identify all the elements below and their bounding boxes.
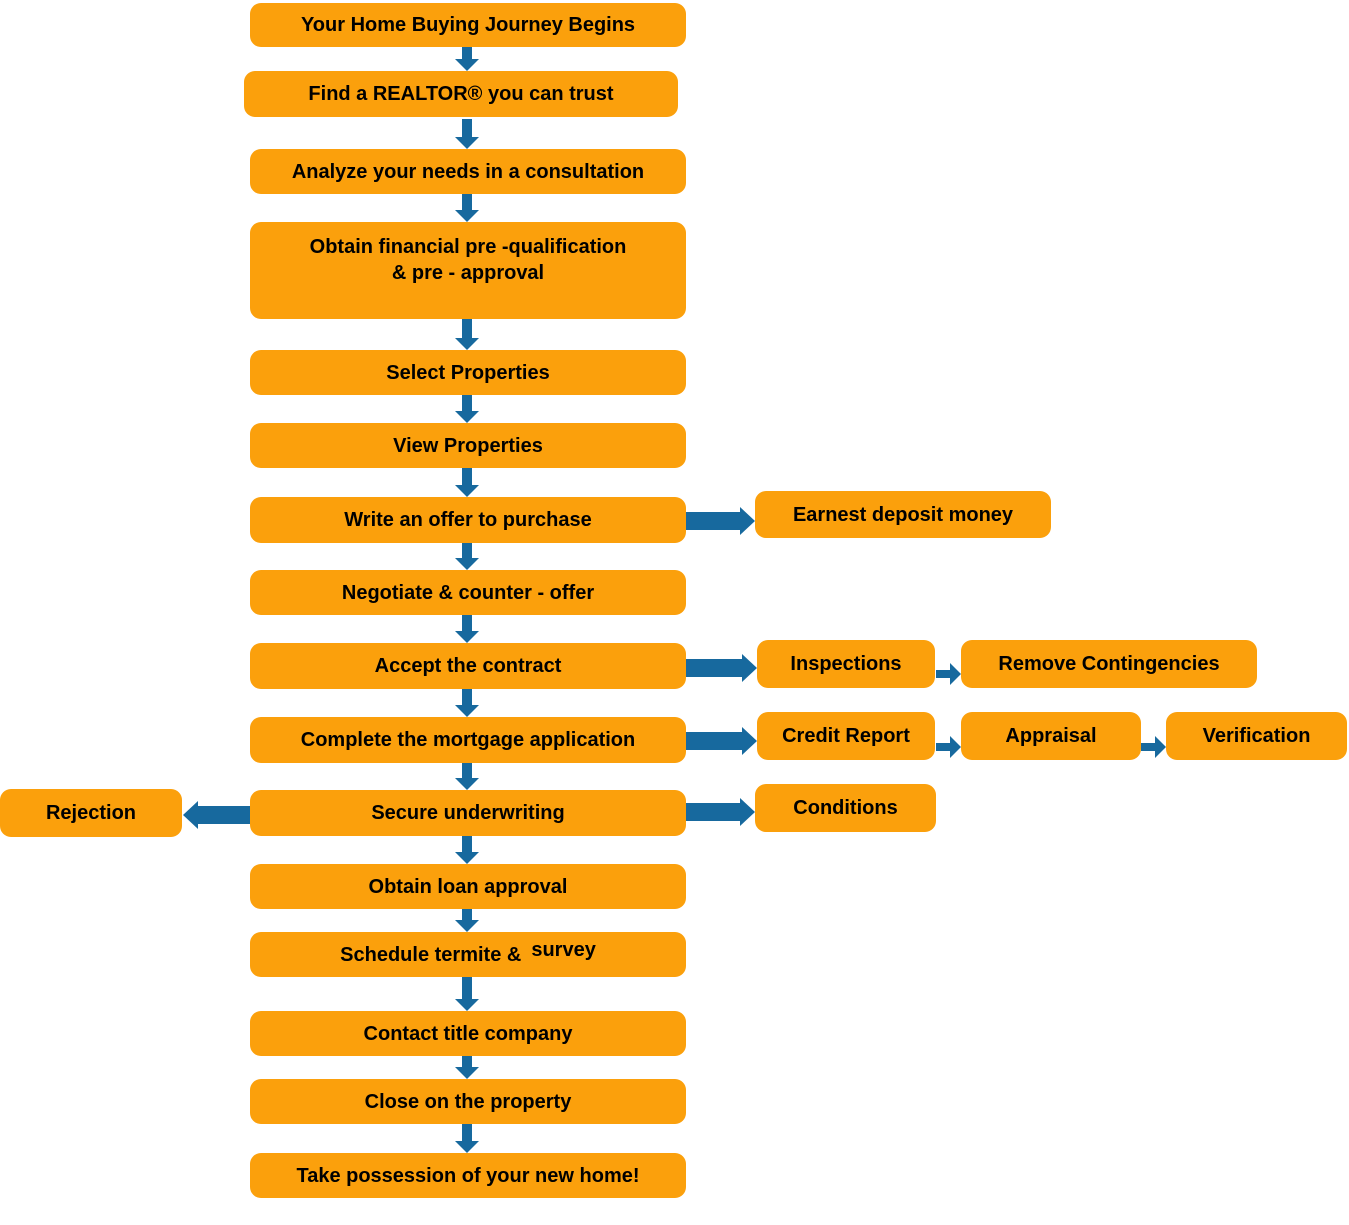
arrow-head-icon: [742, 654, 757, 682]
arrow-down-realtor-to-analyze: [455, 119, 479, 149]
arrow-head-icon: [1155, 736, 1166, 758]
arrow-stem: [198, 806, 250, 824]
arrow-stem: [462, 543, 472, 558]
arrow-down-negotiate-to-accept: [455, 615, 479, 643]
arrow-head-icon: [950, 736, 961, 758]
arrow-head-icon: [455, 920, 479, 932]
flow-step-appraisal: Appraisal: [961, 712, 1141, 760]
flow-step-rejection: Rejection: [0, 789, 182, 837]
arrow-stem: [686, 512, 740, 530]
flow-step-view-properties: View Properties: [250, 423, 686, 468]
arrow-head-icon: [455, 852, 479, 864]
flow-step-secure-underwriting: Secure underwriting: [250, 790, 686, 836]
flow-step-conditions: Conditions: [755, 784, 936, 832]
arrow-stem: [462, 119, 472, 137]
arrow-stem: [1141, 743, 1155, 751]
arrow-stem: [462, 1056, 472, 1067]
arrow-down-select-to-view: [455, 395, 479, 423]
arrow-down-view-to-offer: [455, 468, 479, 497]
arrow-right-inspections-to-remove: [936, 663, 961, 685]
prequalification-text: Obtain financial pre -qualification & pr…: [310, 234, 627, 286]
arrow-head-icon: [455, 778, 479, 790]
arrow-right-offer-to-earnest: [686, 507, 755, 535]
flow-step-prequalification: Obtain financial pre -qualification & pr…: [250, 222, 686, 319]
flow-step-close-property: Close on the property: [250, 1079, 686, 1124]
arrow-stem: [462, 395, 472, 411]
arrow-right-appraisal-to-verification: [1141, 736, 1166, 758]
flow-step-credit-report: Credit Report: [757, 712, 935, 760]
arrow-head-icon: [455, 137, 479, 149]
arrow-right-accept-to-inspections: [686, 654, 757, 682]
arrow-stem: [936, 743, 950, 751]
flow-step-find-realtor: Find a REALTOR® you can trust: [244, 71, 678, 117]
arrow-right-mortgage-to-credit: [686, 727, 757, 755]
flow-step-termite-survey: Schedule termite & survey: [250, 932, 686, 977]
flow-step-remove-contingencies: Remove Contingencies: [961, 640, 1257, 688]
flow-step-write-offer: Write an offer to purchase: [250, 497, 686, 543]
arrow-stem: [686, 803, 740, 821]
arrow-down-title-to-close: [455, 1056, 479, 1079]
flow-step-journey-begins: Your Home Buying Journey Begins: [250, 3, 686, 47]
flow-step-mortgage-application: Complete the mortgage application: [250, 717, 686, 763]
arrow-head-icon: [455, 59, 479, 71]
arrow-down-mortgage-to-underwriting: [455, 763, 479, 790]
arrow-down-accept-to-mortgage: [455, 689, 479, 717]
arrow-down-underwriting-to-approval: [455, 836, 479, 864]
arrow-head-icon: [742, 727, 757, 755]
flow-step-loan-approval: Obtain loan approval: [250, 864, 686, 909]
arrow-stem: [462, 1124, 472, 1141]
flow-step-earnest-deposit: Earnest deposit money: [755, 491, 1051, 538]
arrow-head-icon: [455, 1141, 479, 1153]
arrow-stem: [462, 977, 472, 999]
arrow-stem: [462, 319, 472, 338]
arrow-stem: [686, 732, 742, 750]
flow-step-title-company: Contact title company: [250, 1011, 686, 1056]
arrow-down-offer-to-negotiate: [455, 543, 479, 570]
arrow-left-underwriting-to-rejection: [183, 801, 250, 829]
arrow-stem: [462, 615, 472, 631]
flow-step-verification: Verification: [1166, 712, 1347, 760]
arrow-head-icon: [950, 663, 961, 685]
flow-step-negotiate: Negotiate & counter - offer: [250, 570, 686, 615]
termite-survey-text: Schedule termite & survey: [340, 939, 596, 968]
arrow-head-icon: [455, 705, 479, 717]
flow-step-analyze-needs: Analyze your needs in a consultation: [250, 149, 686, 194]
termite-text-part2: survey: [531, 938, 596, 961]
arrow-head-icon: [455, 558, 479, 570]
termite-text-part1: Schedule termite &: [340, 943, 522, 966]
arrow-stem: [462, 689, 472, 705]
arrow-head-icon: [183, 801, 198, 829]
arrow-stem: [686, 659, 742, 677]
arrow-head-icon: [740, 798, 755, 826]
arrow-head-icon: [455, 999, 479, 1011]
arrow-down-analyze-to-prequal: [455, 194, 479, 222]
arrow-stem: [462, 909, 472, 920]
arrow-head-icon: [455, 485, 479, 497]
arrow-down-termite-to-title: [455, 977, 479, 1011]
arrow-stem: [462, 194, 472, 210]
arrow-head-icon: [740, 507, 755, 535]
arrow-down-close-to-possession: [455, 1124, 479, 1153]
flow-step-inspections: Inspections: [757, 640, 935, 688]
prequalification-line2: & pre - approval: [391, 262, 545, 284]
arrow-head-icon: [455, 411, 479, 423]
arrow-down-prequal-to-select: [455, 319, 479, 350]
arrow-right-underwriting-to-conditions: [686, 798, 755, 826]
flow-step-take-possession: Take possession of your new home!: [250, 1153, 686, 1198]
arrow-down-approval-to-termite: [455, 909, 479, 932]
arrow-stem: [936, 670, 950, 678]
arrow-head-icon: [455, 210, 479, 222]
flow-step-accept-contract: Accept the contract: [250, 643, 686, 689]
arrow-head-icon: [455, 338, 479, 350]
flow-step-select-properties: Select Properties: [250, 350, 686, 395]
arrow-down-begin-to-realtor: [455, 47, 479, 71]
arrow-stem: [462, 763, 472, 778]
arrow-stem: [462, 47, 472, 59]
arrow-head-icon: [455, 631, 479, 643]
arrow-stem: [462, 836, 472, 852]
arrow-stem: [462, 468, 472, 485]
arrow-right-credit-to-appraisal: [936, 736, 961, 758]
prequalification-line1: Obtain financial pre -qualification: [309, 236, 627, 258]
arrow-head-icon: [455, 1067, 479, 1079]
